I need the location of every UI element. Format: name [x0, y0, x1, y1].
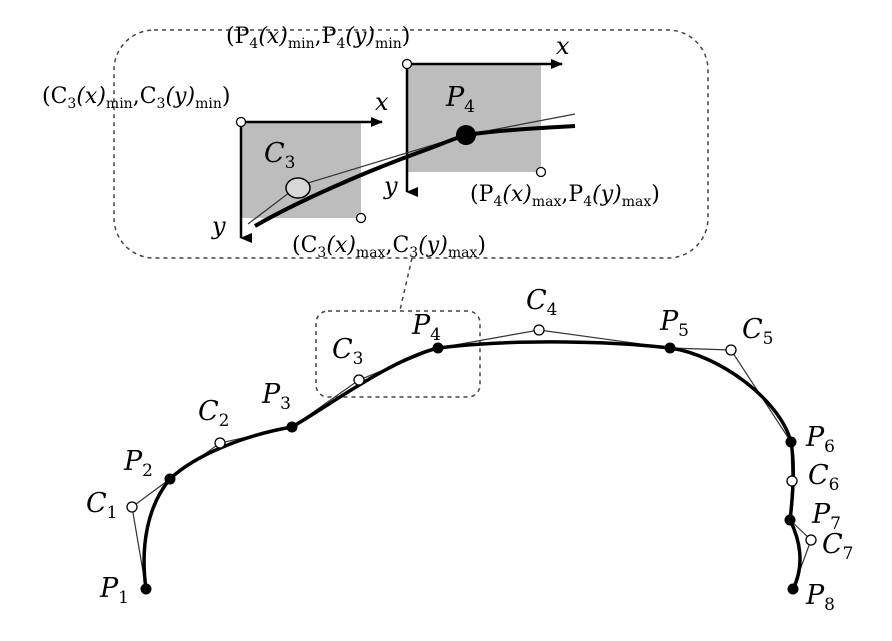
c3-min-coord-label: (C3(x)min,C3(y)min)	[42, 84, 230, 112]
inset-connector-line	[399, 257, 413, 311]
p4-bounding-box	[407, 64, 541, 172]
point-c4	[533, 324, 545, 336]
label-c3: C3	[332, 334, 364, 369]
point-c1	[126, 501, 138, 513]
point-p6	[785, 436, 797, 448]
c3-min-corner	[235, 116, 247, 128]
c3-max-coord-label: (C3(x)max,C3(y)max)	[292, 233, 486, 261]
inset-curve	[253, 124, 576, 228]
point-p2	[164, 473, 176, 485]
inset-control-polygon	[247, 113, 576, 225]
label-c2: C2	[198, 396, 230, 431]
p4-y-axis-label: y	[383, 172, 398, 200]
label-p6: P6	[805, 422, 835, 457]
point-c5	[725, 344, 737, 356]
point-c3	[353, 374, 365, 386]
label-p8: P8	[805, 580, 835, 615]
label-p5: P5	[659, 306, 689, 341]
point-p1	[140, 583, 152, 595]
c3-max-corner	[355, 212, 367, 224]
label-c7: C7	[822, 529, 854, 564]
point-p3	[286, 421, 298, 433]
inset-c3-label: C3	[264, 138, 296, 173]
main-curve	[142, 340, 802, 590]
label-p4: P4	[411, 310, 441, 345]
p4-max-coord-label: (P4(x)max,P4(y)max)	[470, 182, 660, 210]
inset-callout-box	[113, 29, 709, 259]
point-p4	[432, 342, 444, 354]
inset-p4-point	[456, 125, 476, 145]
point-p5	[664, 342, 676, 354]
point-p7	[784, 514, 796, 526]
p4-x-axis-label: x	[556, 32, 570, 60]
label-c4: C4	[526, 285, 558, 320]
p4-max-corner	[535, 166, 547, 178]
point-p8	[787, 583, 799, 595]
label-p1: P1	[99, 573, 129, 608]
label-p2: P2	[123, 446, 153, 481]
point-c2	[214, 437, 226, 449]
c3-y-axis-label: y	[211, 212, 226, 240]
p4-min-corner	[401, 58, 413, 70]
label-p7: P7	[811, 499, 841, 534]
c3-x-axis-label: x	[375, 88, 389, 116]
label-p3: P3	[261, 379, 291, 414]
label-c6: C6	[808, 460, 840, 495]
inset-c3-point	[285, 177, 311, 199]
inset-p4-label: P4	[445, 82, 475, 117]
label-c5: C5	[742, 314, 774, 349]
p4-min-coord-label: (P4(x)min,P4(y)min)	[226, 24, 410, 52]
label-c1: C1	[86, 488, 118, 523]
control-polygon	[131, 329, 812, 590]
point-c6	[786, 475, 798, 487]
point-c7	[805, 534, 817, 546]
